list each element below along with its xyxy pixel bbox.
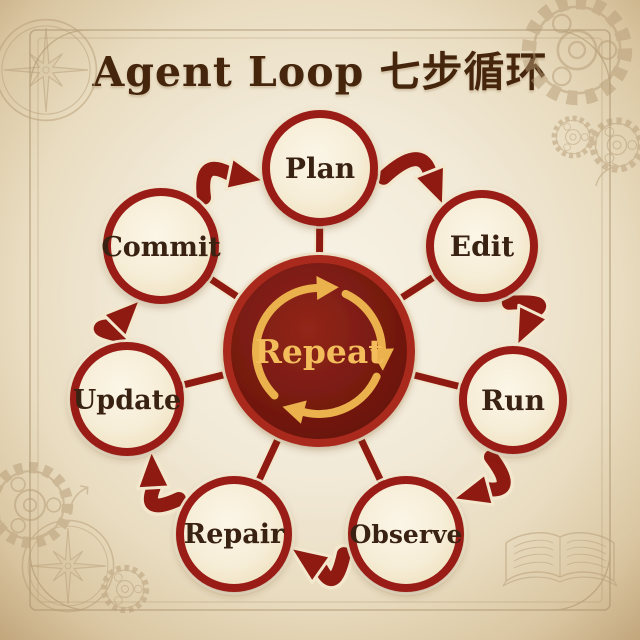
- compass-icon: [0, 18, 98, 122]
- node-outer-ring: [259, 107, 381, 229]
- compass-icon: [21, 519, 115, 613]
- node-label: Commit: [101, 232, 221, 263]
- book-icon: [502, 531, 618, 587]
- node-outer-ring: [345, 473, 467, 595]
- node-observe: Observe: [345, 473, 467, 595]
- flow-arrowhead: [515, 303, 550, 348]
- center-hub: Repeat: [220, 252, 418, 450]
- center-label: Repeat: [254, 332, 384, 371]
- node-circle: [348, 476, 464, 592]
- flow-arrow: [376, 152, 437, 185]
- node-circle: [70, 342, 184, 456]
- repeat-arrow-arc: [299, 372, 381, 418]
- node-label: Repair: [184, 519, 285, 550]
- node-circle: [176, 476, 292, 592]
- flow-arrow: [196, 161, 237, 205]
- repeat-arrowhead: [370, 348, 394, 371]
- gear-icon: [0, 468, 68, 543]
- node-plan: Plan: [259, 107, 381, 229]
- node-commit: Commit: [100, 185, 222, 307]
- flow-arrow: [93, 318, 127, 343]
- flow-arrow: [314, 547, 351, 587]
- flow-arrowhead: [413, 164, 446, 208]
- flow-arrow: [482, 450, 511, 497]
- gear-icon: [593, 121, 640, 169]
- node-circle: [103, 188, 219, 304]
- flow-arrow: [143, 480, 186, 513]
- repeat-arrowhead: [282, 400, 307, 424]
- node-outer-ring: [423, 187, 541, 305]
- flow-arrows: [90, 148, 550, 590]
- node-circle: [459, 346, 567, 454]
- node-edit: Edit: [423, 187, 541, 305]
- flow-arrowhead: [288, 545, 332, 584]
- flow-arrowhead: [450, 472, 495, 507]
- node-circle: [426, 190, 538, 302]
- center-outer-ring: [220, 252, 418, 450]
- node-label: Update: [73, 385, 181, 416]
- flow-arrowhead: [101, 298, 142, 339]
- step-nodes: Plan Edit Run Observe Repair: [67, 107, 570, 595]
- gear-icon: [554, 118, 591, 155]
- node-label: Edit: [450, 230, 515, 263]
- node-run: Run: [456, 343, 570, 457]
- node-repair: Repair: [173, 473, 295, 595]
- repeat-arrowhead: [316, 276, 339, 300]
- flow-arrowhead: [136, 448, 171, 491]
- gear-icon: [104, 568, 146, 610]
- node-outer-ring: [67, 339, 187, 459]
- node-outer-ring: [100, 185, 222, 307]
- node-label: Observe: [350, 520, 463, 549]
- repeat-cycle-arrows: [252, 276, 394, 424]
- node-circle: [262, 110, 378, 226]
- page-title: Agent Loop 七步循环: [92, 48, 548, 96]
- node-label: Run: [481, 384, 545, 417]
- repeat-arrow-arc: [341, 289, 386, 353]
- node-outer-ring: [456, 343, 570, 457]
- flow-arrow: [501, 295, 546, 320]
- node-update: Update: [67, 339, 187, 459]
- node-outer-ring: [173, 473, 295, 595]
- node-label: Plan: [285, 152, 355, 185]
- flow-arrowhead: [224, 156, 266, 191]
- repeat-arrow-arc: [252, 284, 321, 400]
- frame-border: [29, 29, 611, 611]
